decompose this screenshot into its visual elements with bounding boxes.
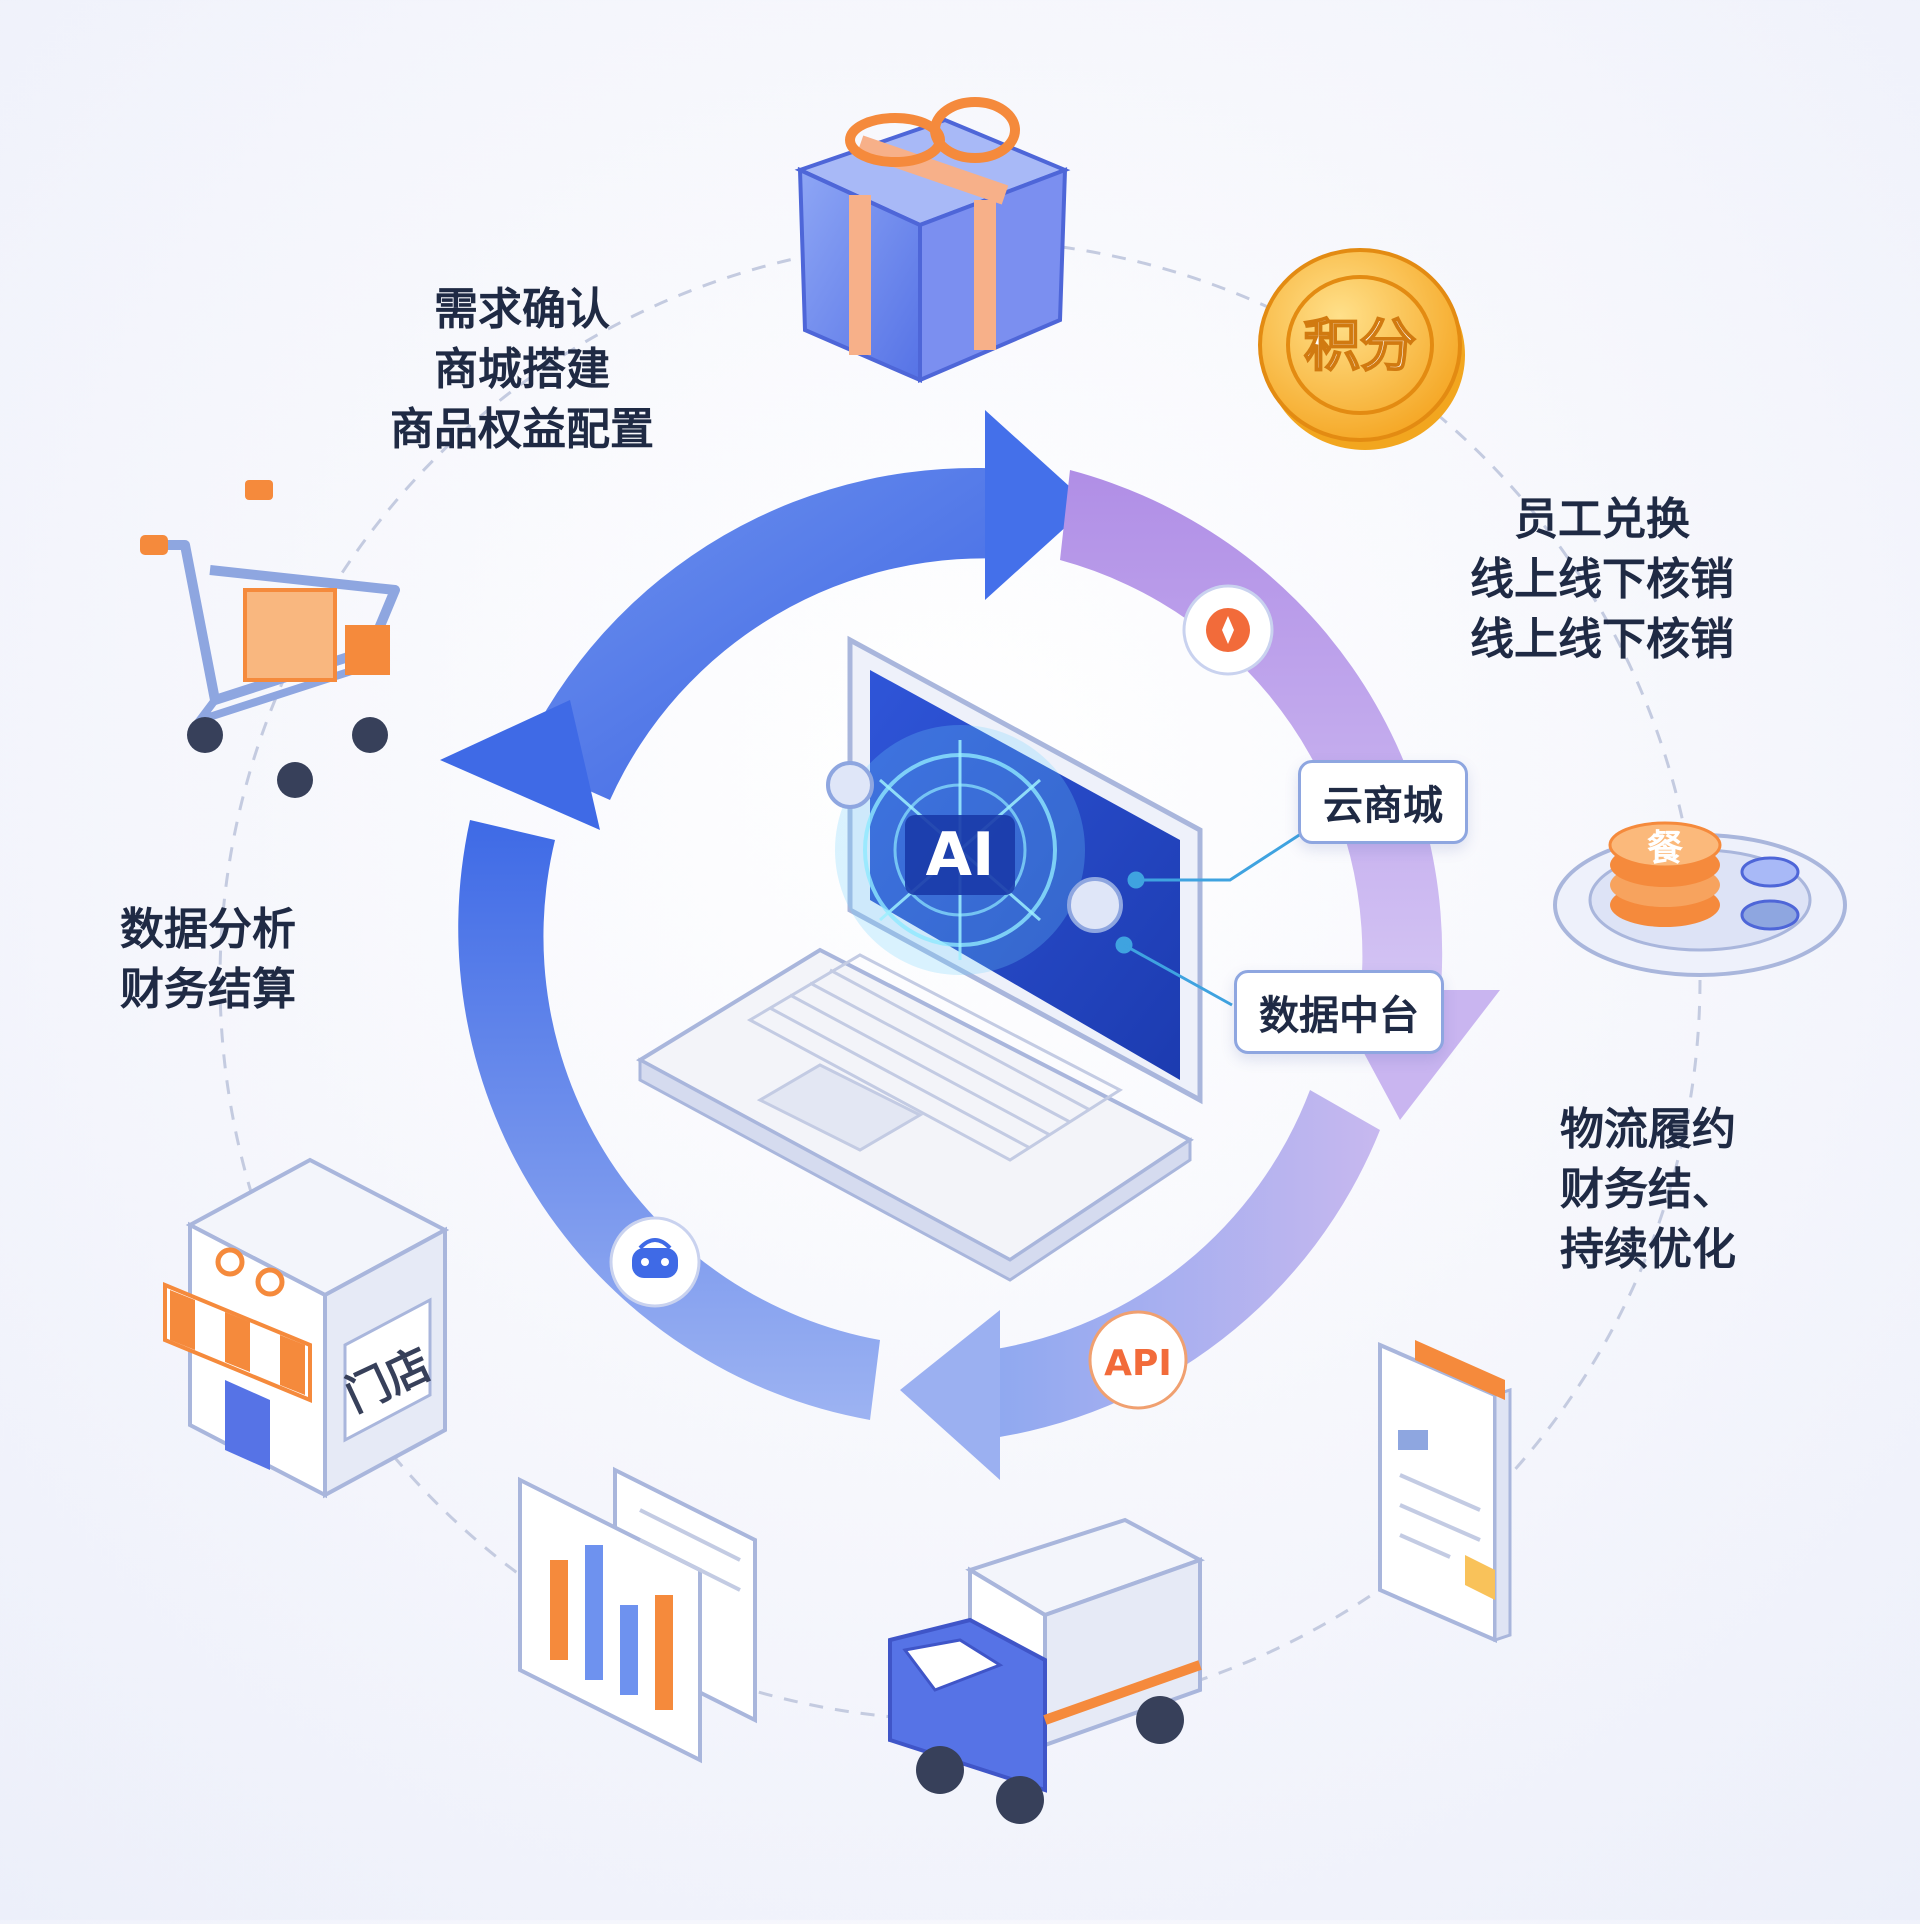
label-right-top-line-2: 线上线下核销 <box>1470 554 1734 605</box>
meal-label: 餐 <box>1647 828 1683 869</box>
label-top-left-line-2: 商城搭建 <box>434 344 610 395</box>
label-top-left-line-1: 需求确认 <box>434 284 610 335</box>
arrow-top-body <box>520 467 1020 800</box>
label-top-left: 需求确认 商城搭建 商品权益配置 <box>390 280 654 460</box>
label-right-top-line-1: 员工兑换 <box>1514 494 1690 545</box>
label-right-bottom-line-2: 财务结、 <box>1560 1164 1736 1215</box>
delivery-truck-icon <box>888 1517 1205 1824</box>
callout-cloud-mall: 云商城 <box>1298 760 1468 844</box>
arrow-left-head <box>440 700 600 830</box>
meal-plate-icon: 餐 <box>1553 821 1847 977</box>
label-right-bottom: 物流履约 财务结、 持续优化 <box>1560 1100 1736 1280</box>
label-top-left-line-3: 商品权益配置 <box>390 404 654 455</box>
ai-chip-label: AI <box>926 820 995 890</box>
laptop-icon: AI <box>635 635 1203 1282</box>
label-right-top-line-3: 线上线下核销 <box>1470 614 1734 665</box>
api-label: API <box>1104 1343 1172 1384</box>
label-right-bottom-line-3: 持续优化 <box>1560 1224 1736 1275</box>
label-left-mid-line-1: 数据分析 <box>120 904 296 955</box>
label-right-top: 员工兑换 线上线下核销 线上线下核销 <box>1470 490 1734 670</box>
label-left-mid-line-2: 财务结算 <box>120 964 296 1015</box>
callout-data-platform: 数据中台 <box>1234 970 1444 1054</box>
bar-chart-icon <box>518 1466 757 1764</box>
order-document-icon <box>1378 1340 1512 1644</box>
shopping-cart-icon <box>140 480 400 798</box>
api-badge: API <box>1088 1310 1188 1410</box>
arrow-bottom-body <box>980 1090 1380 1440</box>
coin-label: 积分 <box>1304 314 1416 379</box>
spark-badge-icon <box>1182 584 1274 676</box>
gift-box-icon <box>794 97 1071 384</box>
arrow-bottom-head <box>900 1310 1000 1480</box>
label-left-mid: 数据分析 财务结算 <box>120 900 296 1020</box>
arrow-right-body <box>1060 470 1443 1000</box>
robot-badge-icon <box>609 1216 701 1308</box>
points-coin-icon: 积分 <box>1258 248 1465 450</box>
callout-connectors <box>1115 826 1311 1007</box>
arrow-top-head <box>985 410 1090 600</box>
store-icon: 门店 <box>163 1157 450 1499</box>
label-right-bottom-line-1: 物流履约 <box>1560 1104 1736 1155</box>
